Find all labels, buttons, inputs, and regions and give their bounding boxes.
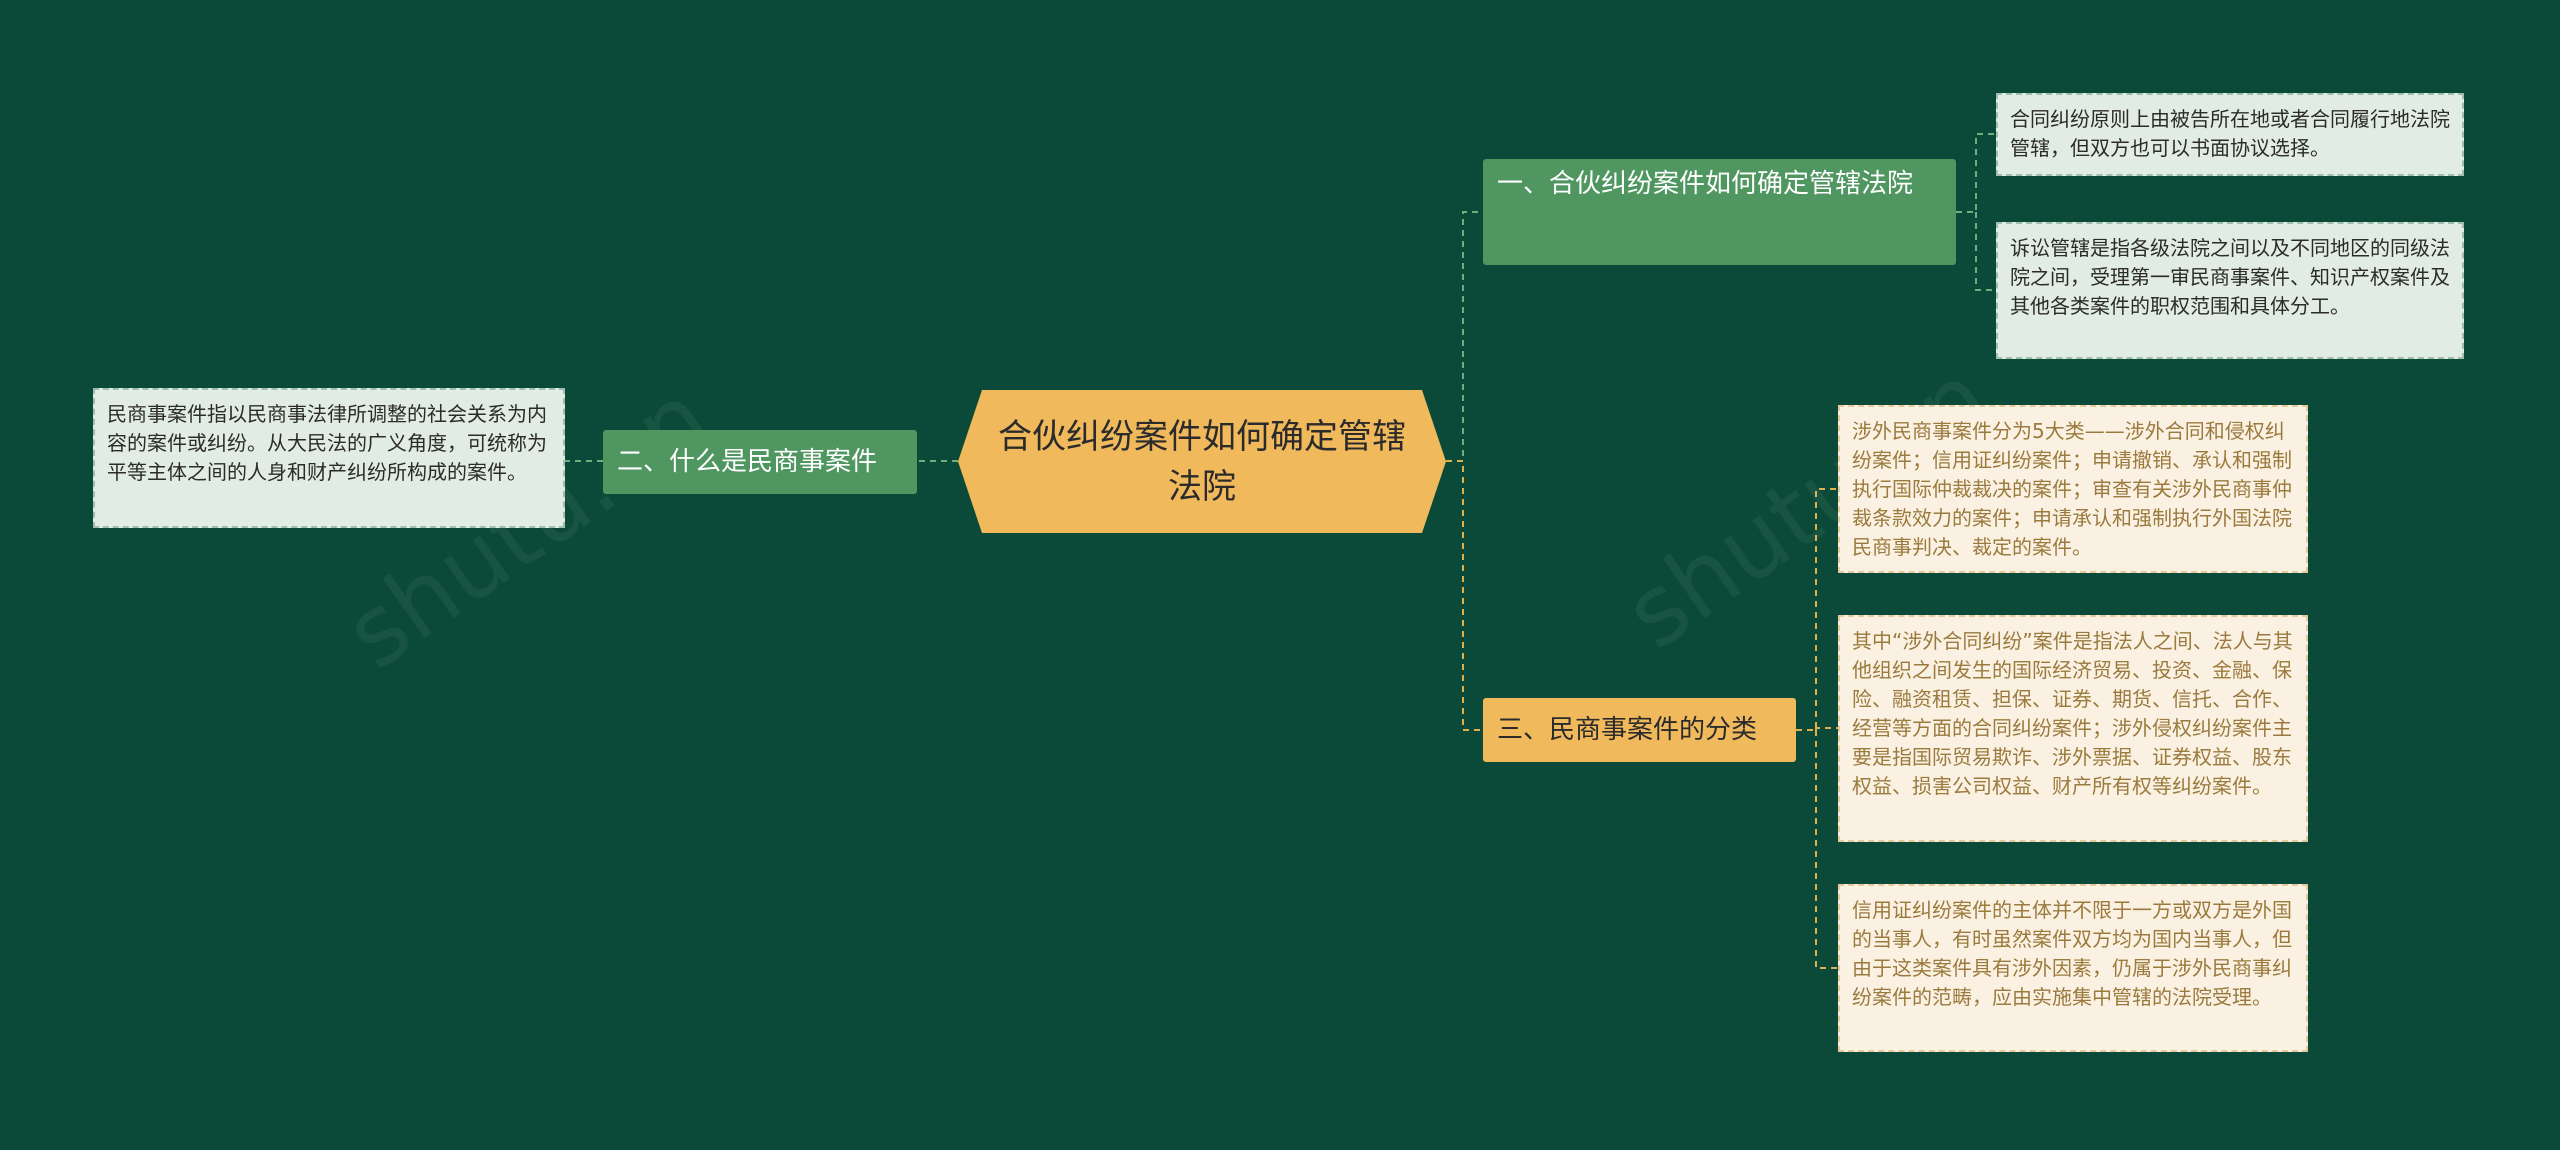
leaf-foreign-contract-disputes[interactable]: 其中“涉外合同纠纷”案件是指法人之间、法人与其他组织之间发生的国际经济贸易、投资… [1838, 615, 2308, 842]
connector-branch1-leaves [1956, 133, 1996, 291]
branch-how-to-determine-court[interactable]: 一、合伙纠纷案件如何确定管辖法院 [1483, 159, 1956, 265]
branch-label: 一、合伙纠纷案件如何确定管辖法院 [1497, 169, 1914, 199]
branch-case-classification[interactable]: 三、民商事案件的分类 [1483, 698, 1796, 762]
leaf-text: 其中“涉外合同纠纷”案件是指法人之间、法人与其他组织之间发生的国际经济贸易、投资… [1852, 629, 2293, 798]
root-topic-label: 合伙纠纷案件如何确定管辖法院 [998, 416, 1406, 507]
leaf-letter-of-credit-disputes[interactable]: 信用证纠纷案件的主体并不限于一方或双方是外国的当事人，有时虽然案件双方均为国内当… [1838, 884, 2308, 1052]
leaf-five-categories[interactable]: 涉外民商事案件分为5大类——涉外合同和侵权纠纷案件；信用证纠纷案件；申请撤销、承… [1838, 405, 2308, 573]
leaf-text: 涉外民商事案件分为5大类——涉外合同和侵权纠纷案件；信用证纠纷案件；申请撤销、承… [1852, 419, 2292, 559]
leaf-text: 诉讼管辖是指各级法院之间以及不同地区的同级法院之间，受理第一审民商事案件、知识产… [2010, 236, 2450, 318]
leaf-text: 信用证纠纷案件的主体并不限于一方或双方是外国的当事人，有时虽然案件双方均为国内当… [1852, 898, 2292, 1009]
connector-branch3-leaves [1796, 488, 1838, 969]
leaf-civil-commercial-definition[interactable]: 民商事案件指以民商事法律所调整的社会关系为内容的案件或纠纷。从大民法的广义角度，… [93, 388, 565, 528]
branch-label: 二、什么是民商事案件 [617, 447, 878, 477]
root-topic[interactable]: 合伙纠纷案件如何确定管辖法院 [958, 390, 1446, 533]
leaf-litigation-jurisdiction[interactable]: 诉讼管辖是指各级法院之间以及不同地区的同级法院之间，受理第一审民商事案件、知识产… [1996, 222, 2464, 359]
leaf-text: 民商事案件指以民商事法律所调整的社会关系为内容的案件或纠纷。从大民法的广义角度，… [107, 402, 547, 484]
leaf-text: 合同纠纷原则上由被告所在地或者合同履行地法院管辖，但双方也可以书面协议选择。 [2010, 107, 2450, 160]
branch-what-is-civil-commercial-case[interactable]: 二、什么是民商事案件 [603, 430, 917, 494]
leaf-contract-dispute-jurisdiction[interactable]: 合同纠纷原则上由被告所在地或者合同履行地法院管辖，但双方也可以书面协议选择。 [1996, 93, 2464, 176]
connector-root-branch3 [1446, 460, 1483, 731]
branch-label: 三、民商事案件的分类 [1497, 715, 1758, 745]
connector-root-branch1 [1446, 211, 1483, 462]
